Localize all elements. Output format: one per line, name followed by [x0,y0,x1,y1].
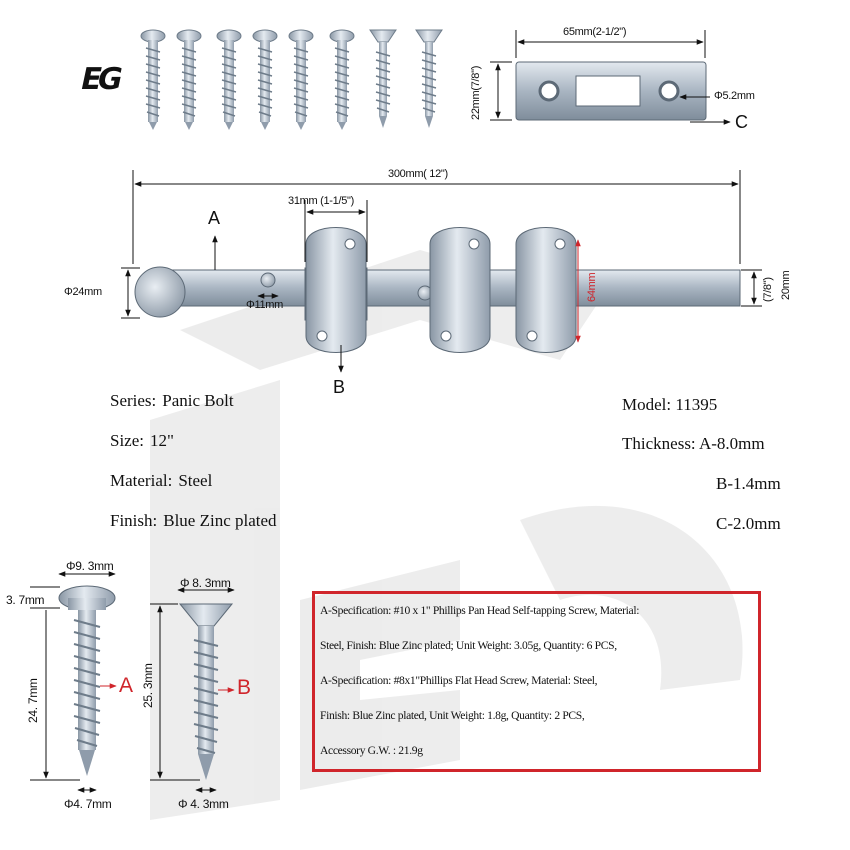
bracket-height-label: 64mm [586,272,598,302]
screw-b-detail [150,587,235,793]
spec-box-line-4: Finish: Blue Zinc plated, Unit Weight: 1… [320,709,585,722]
bar-width-mm: 20mm [780,270,792,300]
screw-b-head-dia: Φ 8. 3mm [180,576,231,590]
screw-a-length: 24. 7mm [26,678,40,723]
strike-height-label: 22mm(7/8") [470,65,482,120]
strike-plate [490,30,731,125]
spec-box-line-5: Accessory G.W. : 21.9g [320,744,423,757]
screw-b-callout: B [237,676,252,699]
spec-thickness-b: B-1.4mm [716,474,781,493]
screw-a-detail [30,571,117,793]
screw-a-shank-dia: Φ4. 7mm [64,797,112,811]
panic-bolt [121,170,762,373]
brand-logo: EG [77,62,123,97]
screw-a-head-height: 3. 7mm [6,593,45,607]
spec-finish: Finish:Blue Zinc plated [110,511,277,530]
spec-thickness-c: C-2.0mm [716,514,781,533]
callout-c: C [735,112,748,132]
strike-width-label: 65mm(2-1/2") [563,26,627,38]
spec-size: Size:12" [110,431,174,450]
spec-thickness-a: Thickness: A-8.0mm [622,434,765,453]
bolt-length-label: 300mm( 12") [388,168,448,180]
knob-dia-label: Φ24mm [64,286,102,298]
screw-b-length: 25. 3mm [141,663,155,708]
screw-a-callout: A [119,674,134,697]
spec-material: Material:Steel [110,471,213,490]
screw-a-head-dia: Φ9. 3mm [66,559,114,573]
bracket-width-label: 31mm (1-1/5") [288,195,355,207]
spec-model: Model: 11395 [622,395,718,414]
screw-specification-box: A-Specification: #10 x 1" Phillips Pan H… [312,591,761,772]
strike-hole-label: Φ5.2mm [714,90,755,102]
callout-b: B [333,377,346,397]
watermark-logo [150,250,743,820]
spec-series: Series:Panic Bolt [110,391,234,410]
bar-width-inch: (7/8") [762,277,774,302]
spec-box-line-3: A-Specification: #8x1"Phillips Flat Head… [320,674,598,687]
screw-set-top [140,29,443,131]
screw-b-shank-dia: Φ 4. 3mm [178,797,229,811]
pin-dia-label: Φ11mm [246,299,284,311]
spec-box-line-1: A-Specification: #10 x 1" Phillips Pan H… [320,604,640,617]
callout-a: A [208,208,221,228]
spec-box-line-2: Steel, Finish: Blue Zinc plated; Unit We… [320,639,617,652]
